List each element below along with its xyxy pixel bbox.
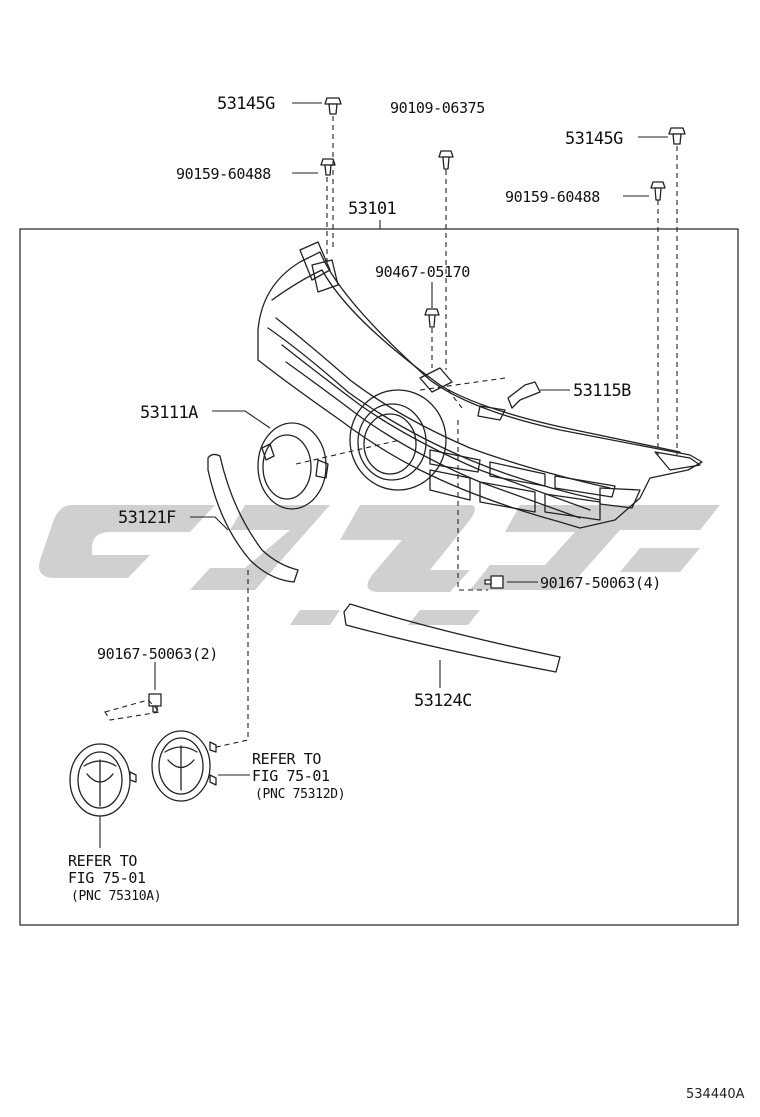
ref-1-line3: (PNC 75310A): [71, 889, 161, 904]
ref-0-line3: (PNC 75312D): [255, 787, 345, 802]
clip-icon: [424, 308, 440, 328]
clip-icon: [320, 158, 336, 176]
clip-icon: [650, 181, 666, 201]
watermark-logo: [39, 505, 720, 625]
ref-1-line1: REFER TO: [68, 852, 137, 870]
assembly-frame: [19, 228, 739, 926]
part-label-p2: 90159-60488: [176, 165, 271, 183]
emblem-surround-53111a: [257, 422, 329, 510]
ref-0-line1: REFER TO: [252, 750, 321, 768]
part-label-p9: 53121F: [118, 508, 176, 528]
figure-id: 534440A: [686, 1087, 745, 1102]
part-label-p4: 53145G: [565, 129, 623, 149]
bracket-53115b: [507, 381, 541, 409]
clip-icon: [668, 127, 686, 145]
leader-lines: [154, 102, 668, 776]
assembly-label: 53101: [348, 199, 397, 219]
dashed-guides: [104, 116, 678, 749]
clip-icon: [438, 150, 454, 170]
emblem-rear-icon: [69, 743, 137, 848]
ref-0-line2: FIG 75-01: [252, 767, 330, 785]
part-label-p8: 53111A: [140, 403, 198, 423]
screw-icon: [484, 575, 504, 589]
clip-icon: [324, 97, 342, 115]
emblem-front-icon: [151, 730, 217, 802]
part-label-p3: 90109-06375: [390, 99, 485, 117]
part-label-p1: 53145G: [217, 94, 275, 114]
part-label-p12: 53124C: [414, 691, 472, 711]
part-label-p7: 53115B: [573, 381, 631, 401]
part-label-p5: 90159-60488: [505, 188, 600, 206]
moulding-53121f: [207, 453, 299, 583]
part-label-p11: 90167-50063(2): [97, 645, 218, 663]
radiator-grille-53101: [257, 241, 703, 529]
moulding-53124c: [343, 603, 561, 673]
ref-1-line2: FIG 75-01: [68, 869, 146, 887]
part-label-p10: 90167-50063(4): [540, 574, 661, 592]
part-label-p6: 90467-05170: [375, 263, 470, 281]
